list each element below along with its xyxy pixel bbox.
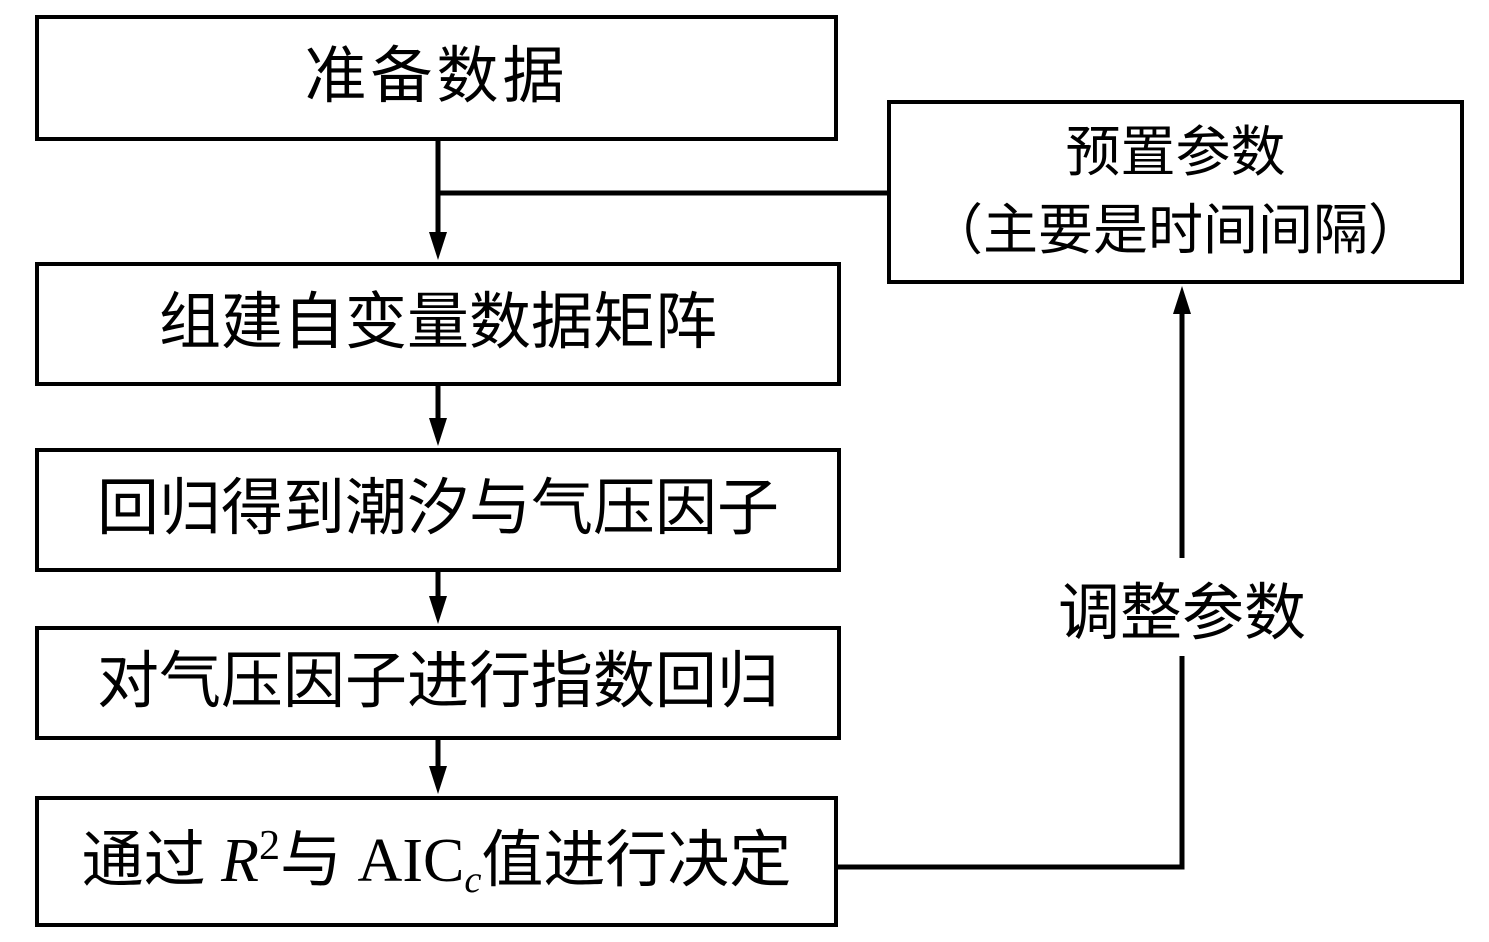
flow-step-build-matrix: 组建自变量数据矩阵 <box>35 262 841 386</box>
preset-parameters-line2: （主要是时间间隔） <box>927 200 1423 261</box>
arrowhead-down-icon <box>429 766 447 794</box>
decide-text-mid: 与 AIC <box>280 826 465 895</box>
flow-step-exponential-regression: 对气压因子进行指数回归 <box>35 626 841 740</box>
flow-box-preset-parameters: 预置参数 （主要是时间间隔） <box>887 100 1464 284</box>
flow-step-label: 通过 R2与 AICc值进行决定 <box>81 824 792 898</box>
decide-text-prefix: 通过 <box>81 826 222 895</box>
r-squared-exponent: 2 <box>258 821 281 869</box>
flow-step-prepare-data: 准备数据 <box>35 15 838 141</box>
flow-step-label: 对气压因子进行指数回归 <box>96 648 779 717</box>
flow-step-label: 回归得到潮汐与气压因子 <box>96 475 779 544</box>
r-squared-variable: R <box>221 826 259 895</box>
flow-step-label: 组建自变量数据矩阵 <box>158 289 717 358</box>
flow-step-label: 准备数据 <box>304 43 569 112</box>
connector-feedback-loop <box>836 308 1185 870</box>
arrowhead-down-icon <box>429 232 447 260</box>
arrowhead-down-icon <box>429 418 447 446</box>
aicc-subscript: c <box>464 858 482 901</box>
decide-text-suffix: 值进行决定 <box>481 826 792 895</box>
arrowhead-down-icon <box>429 596 447 624</box>
feedback-label-adjust-parameters: 调整参数 <box>1045 558 1319 656</box>
flow-step-decide-by-r2-aicc: 通过 R2与 AICc值进行决定 <box>35 796 838 927</box>
flow-step-regress-factors: 回归得到潮汐与气压因子 <box>35 448 841 572</box>
preset-parameters-line1: 预置参数 <box>1065 121 1286 183</box>
arrowhead-up-icon <box>1173 286 1191 314</box>
